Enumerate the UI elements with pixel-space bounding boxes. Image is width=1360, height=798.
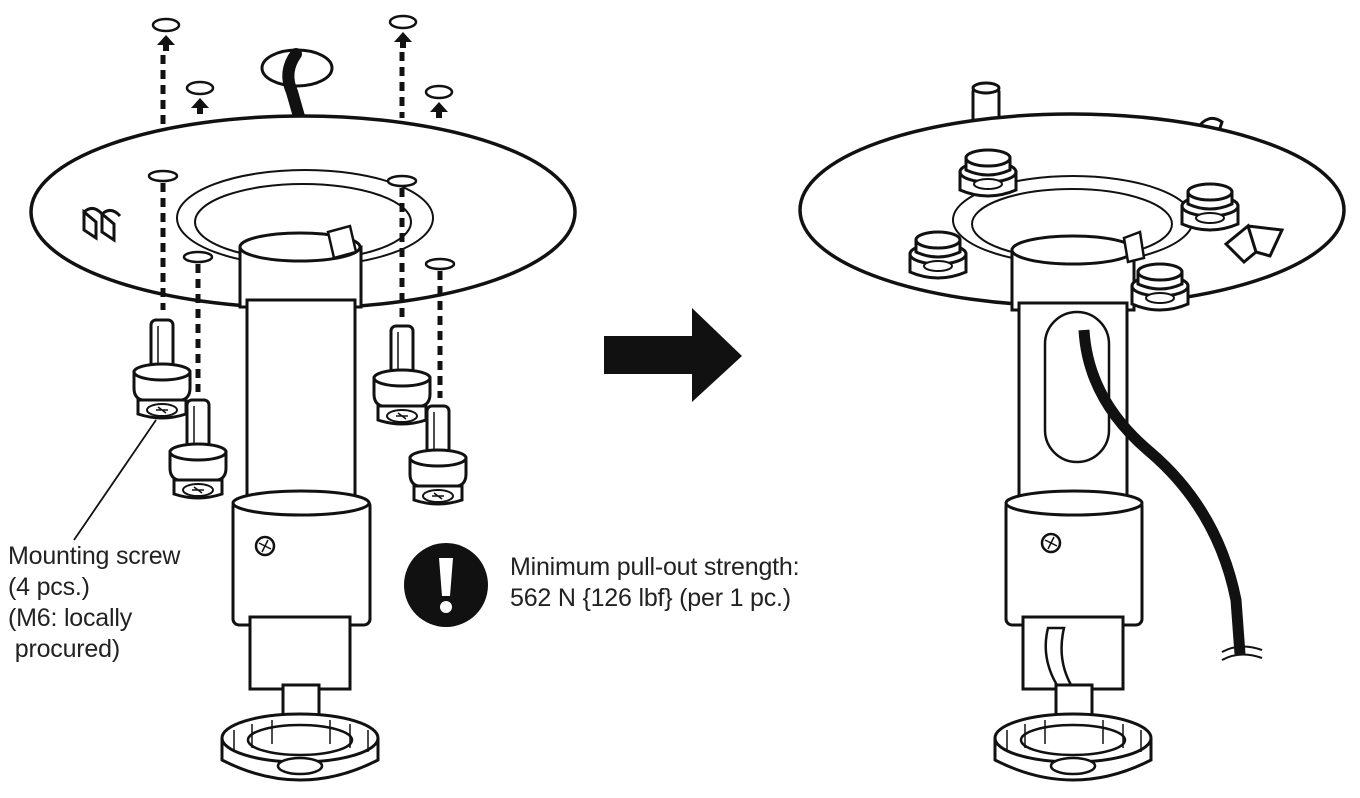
right-assembly-mounted-view: [798, 81, 1346, 782]
pullout-strength-callout: Minimum pull-out strength: 562 N {126 lb…: [510, 552, 800, 614]
pullout-strength-value: 562 N {126 lbf} (per 1 pc.): [510, 584, 791, 612]
mounting-screw-callout: Mounting screw (4 pcs.) (M6: locally pro…: [8, 541, 180, 665]
mounting-screw-spec-cont: procured): [8, 635, 120, 663]
exclamation-circle-icon: [404, 543, 488, 627]
left-assembly-exploded-view: [29, 14, 577, 782]
pullout-strength-title: Minimum pull-out strength:: [510, 553, 800, 581]
mounting-screw-label: Mounting screw: [8, 542, 181, 570]
mounting-screw-spec: (M6: locally: [8, 604, 133, 632]
right-arrow-icon: [604, 308, 742, 402]
mounting-screw-quantity: (4 pcs.): [8, 573, 90, 601]
